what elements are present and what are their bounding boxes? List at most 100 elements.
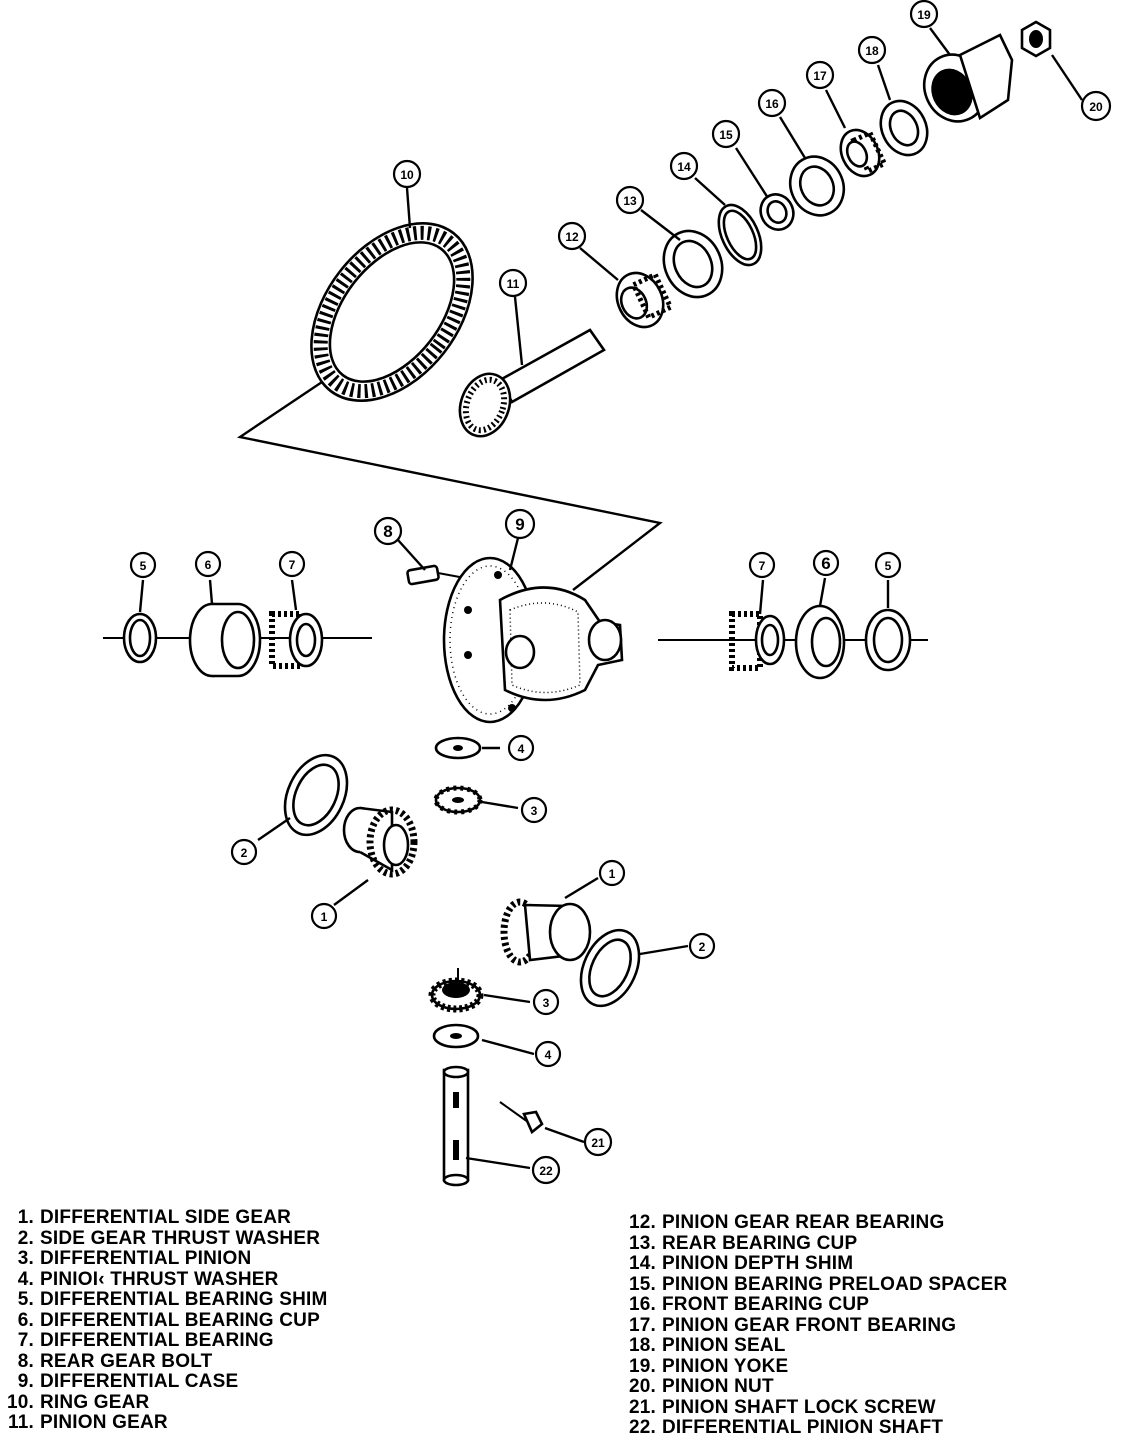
svg-text:3: 3 [531,804,538,818]
svg-text:8: 8 [383,522,392,541]
callout-15: 15 [711,119,741,149]
part-pinion-nut [1020,20,1052,58]
callout-1a: 1 [598,859,626,887]
svg-text:14: 14 [677,160,691,174]
svg-text:4: 4 [518,742,525,756]
svg-text:11: 11 [507,277,520,291]
part-pinion-front-bearing [839,128,888,178]
legend-item-14: 14.PINION DEPTH SHIM [628,1253,854,1274]
legend-item-7: 7.DIFFERENTIAL BEARING [17,1330,274,1351]
callout-5b: 5 [874,551,902,579]
callout-1b: 1 [310,902,338,930]
svg-text:16: 16 [765,97,779,111]
part-ring-gear [310,222,474,402]
legend-item-21: 21.PINION SHAFT LOCK SCREW [628,1396,936,1418]
callout-6b: 6 [812,549,840,577]
legend-item-17: 17.PINION GEAR FRONT BEARING [628,1314,957,1336]
svg-text:22: 22 [539,1164,553,1178]
svg-text:6: 6 [205,558,212,572]
callout-17: 17 [805,60,835,90]
parts-legend-right: 12.PINION GEAR REAR BEARING 13.REAR BEAR… [628,1212,1007,1439]
callout-11: 11 [498,268,528,298]
part-pinion-seal [879,99,929,157]
svg-text:13: 13 [623,194,637,208]
part-lower-diff-pinion [428,977,484,1013]
svg-text:5: 5 [140,559,147,573]
callout-2b: 2 [688,932,716,960]
callout-16: 16 [757,88,787,118]
callout-8: 8 [373,516,403,546]
callout-10: 10 [392,159,422,189]
part-pinion-shaft [442,1065,470,1187]
callout-3a: 3 [520,796,548,824]
legend-item-8: 8.REAR GEAR BOLT [17,1350,213,1372]
callout-7a: 7 [278,550,306,578]
svg-text:9: 9 [515,515,524,534]
part-left-bearing-cup [188,602,262,678]
legend-item-20: 20.PINION NUT [628,1376,774,1397]
part-preload-spacer [759,193,795,231]
callout-9: 9 [504,508,536,540]
part-lock-screw [499,1101,544,1135]
part-pinion-depth-shim [717,203,763,267]
part-lower-side-gear [500,898,592,966]
legend-item-11: 11.PINION GEAR [8,1412,168,1433]
svg-text:7: 7 [289,558,296,572]
callout-4b: 4 [534,1040,562,1068]
legend-item-22: 22.DIFFERENTIAL PINION SHAFT [628,1417,944,1438]
svg-text:7: 7 [759,559,766,573]
part-left-shim [122,612,158,664]
callout-19: 19 [909,0,939,29]
callout-12: 12 [557,221,587,251]
part-upper-thrust-washer-large [283,753,349,837]
callout-2a: 2 [230,838,258,866]
svg-text:5: 5 [885,559,892,573]
svg-text:15: 15 [719,128,733,142]
callout-20: 20 [1080,90,1112,122]
part-front-bearing-cup [788,155,846,217]
svg-text:4: 4 [545,1048,552,1062]
legend-item-18: 18.PINION SEAL [628,1335,786,1356]
legend-item-10: 10.RING GEAR [6,1391,150,1413]
svg-text:19: 19 [917,8,931,22]
callout-4a: 4 [507,734,535,762]
callout-6a: 6 [194,550,222,578]
svg-text:10: 10 [400,168,414,182]
callout-18: 18 [857,35,887,65]
callout-21: 21 [583,1127,613,1157]
part-upper-thrust-washer [434,736,482,760]
callout-3b: 3 [532,988,560,1016]
legend-item-6: 6.DIFFERENTIAL BEARING CUP [17,1309,320,1331]
part-pinion-gear [458,328,606,438]
part-pinion-rear-bearing [615,271,674,329]
part-lower-thrust-washer [432,1023,480,1049]
legend-item-3: 3.DIFFERENTIAL PINION [17,1248,252,1269]
part-rear-bearing-cup [662,229,724,299]
svg-text:12: 12 [565,230,579,244]
svg-text:21: 21 [591,1136,605,1150]
part-pinion-yoke [922,33,1014,123]
legend-item-4: 4.PINIOI‹ THRUST WASHER [17,1268,279,1290]
parts-legend-left: 1.DIFFERENTIAL SIDE GEAR 2.SIDE GEAR THR… [6,1207,328,1434]
svg-text:1: 1 [609,867,616,881]
svg-text:18: 18 [865,44,879,58]
legend-item-12: 12.PINION GEAR REAR BEARING [628,1212,945,1233]
part-left-bearing [269,611,324,669]
legend-item-19: 19.PINION YOKE [628,1355,789,1377]
part-right-bearing-cup [794,604,846,680]
svg-text:2: 2 [241,846,248,860]
part-right-bearing [729,611,786,671]
part-differential-case [442,556,624,724]
svg-text:17: 17 [813,69,827,83]
legend-item-1: 1.DIFFERENTIAL SIDE GEAR [17,1207,292,1228]
callout-14: 14 [669,151,699,181]
callout-22: 22 [531,1155,561,1185]
legend-item-16: 16.FRONT BEARING CUP [628,1294,870,1315]
legend-item-2: 2.SIDE GEAR THRUST WASHER [17,1227,321,1249]
svg-text:6: 6 [821,554,830,573]
part-upper-side-gear [342,806,418,878]
part-lower-thrust-washer-large [579,928,641,1008]
callout-leaders [138,27,1083,1170]
legend-item-5: 5.DIFFERENTIAL BEARING SHIM [17,1289,328,1310]
part-right-shim [864,608,912,672]
